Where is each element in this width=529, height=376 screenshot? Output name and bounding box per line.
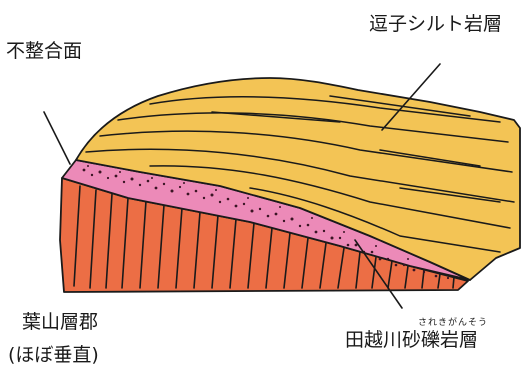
zushi-siltstone-label: 逗子シルト岩層 — [369, 13, 502, 35]
hayama-group-note: (ほぼ垂直) — [8, 344, 99, 366]
conglomerate-reading: されきがんそう — [418, 318, 488, 328]
hayama-group-label: 葉山層郡 — [22, 311, 98, 333]
unconformity-label: 不整合面 — [6, 40, 82, 62]
leader-line-unconformity — [44, 112, 70, 164]
conglomerate-label: 田越川砂礫岩層 — [345, 329, 478, 351]
